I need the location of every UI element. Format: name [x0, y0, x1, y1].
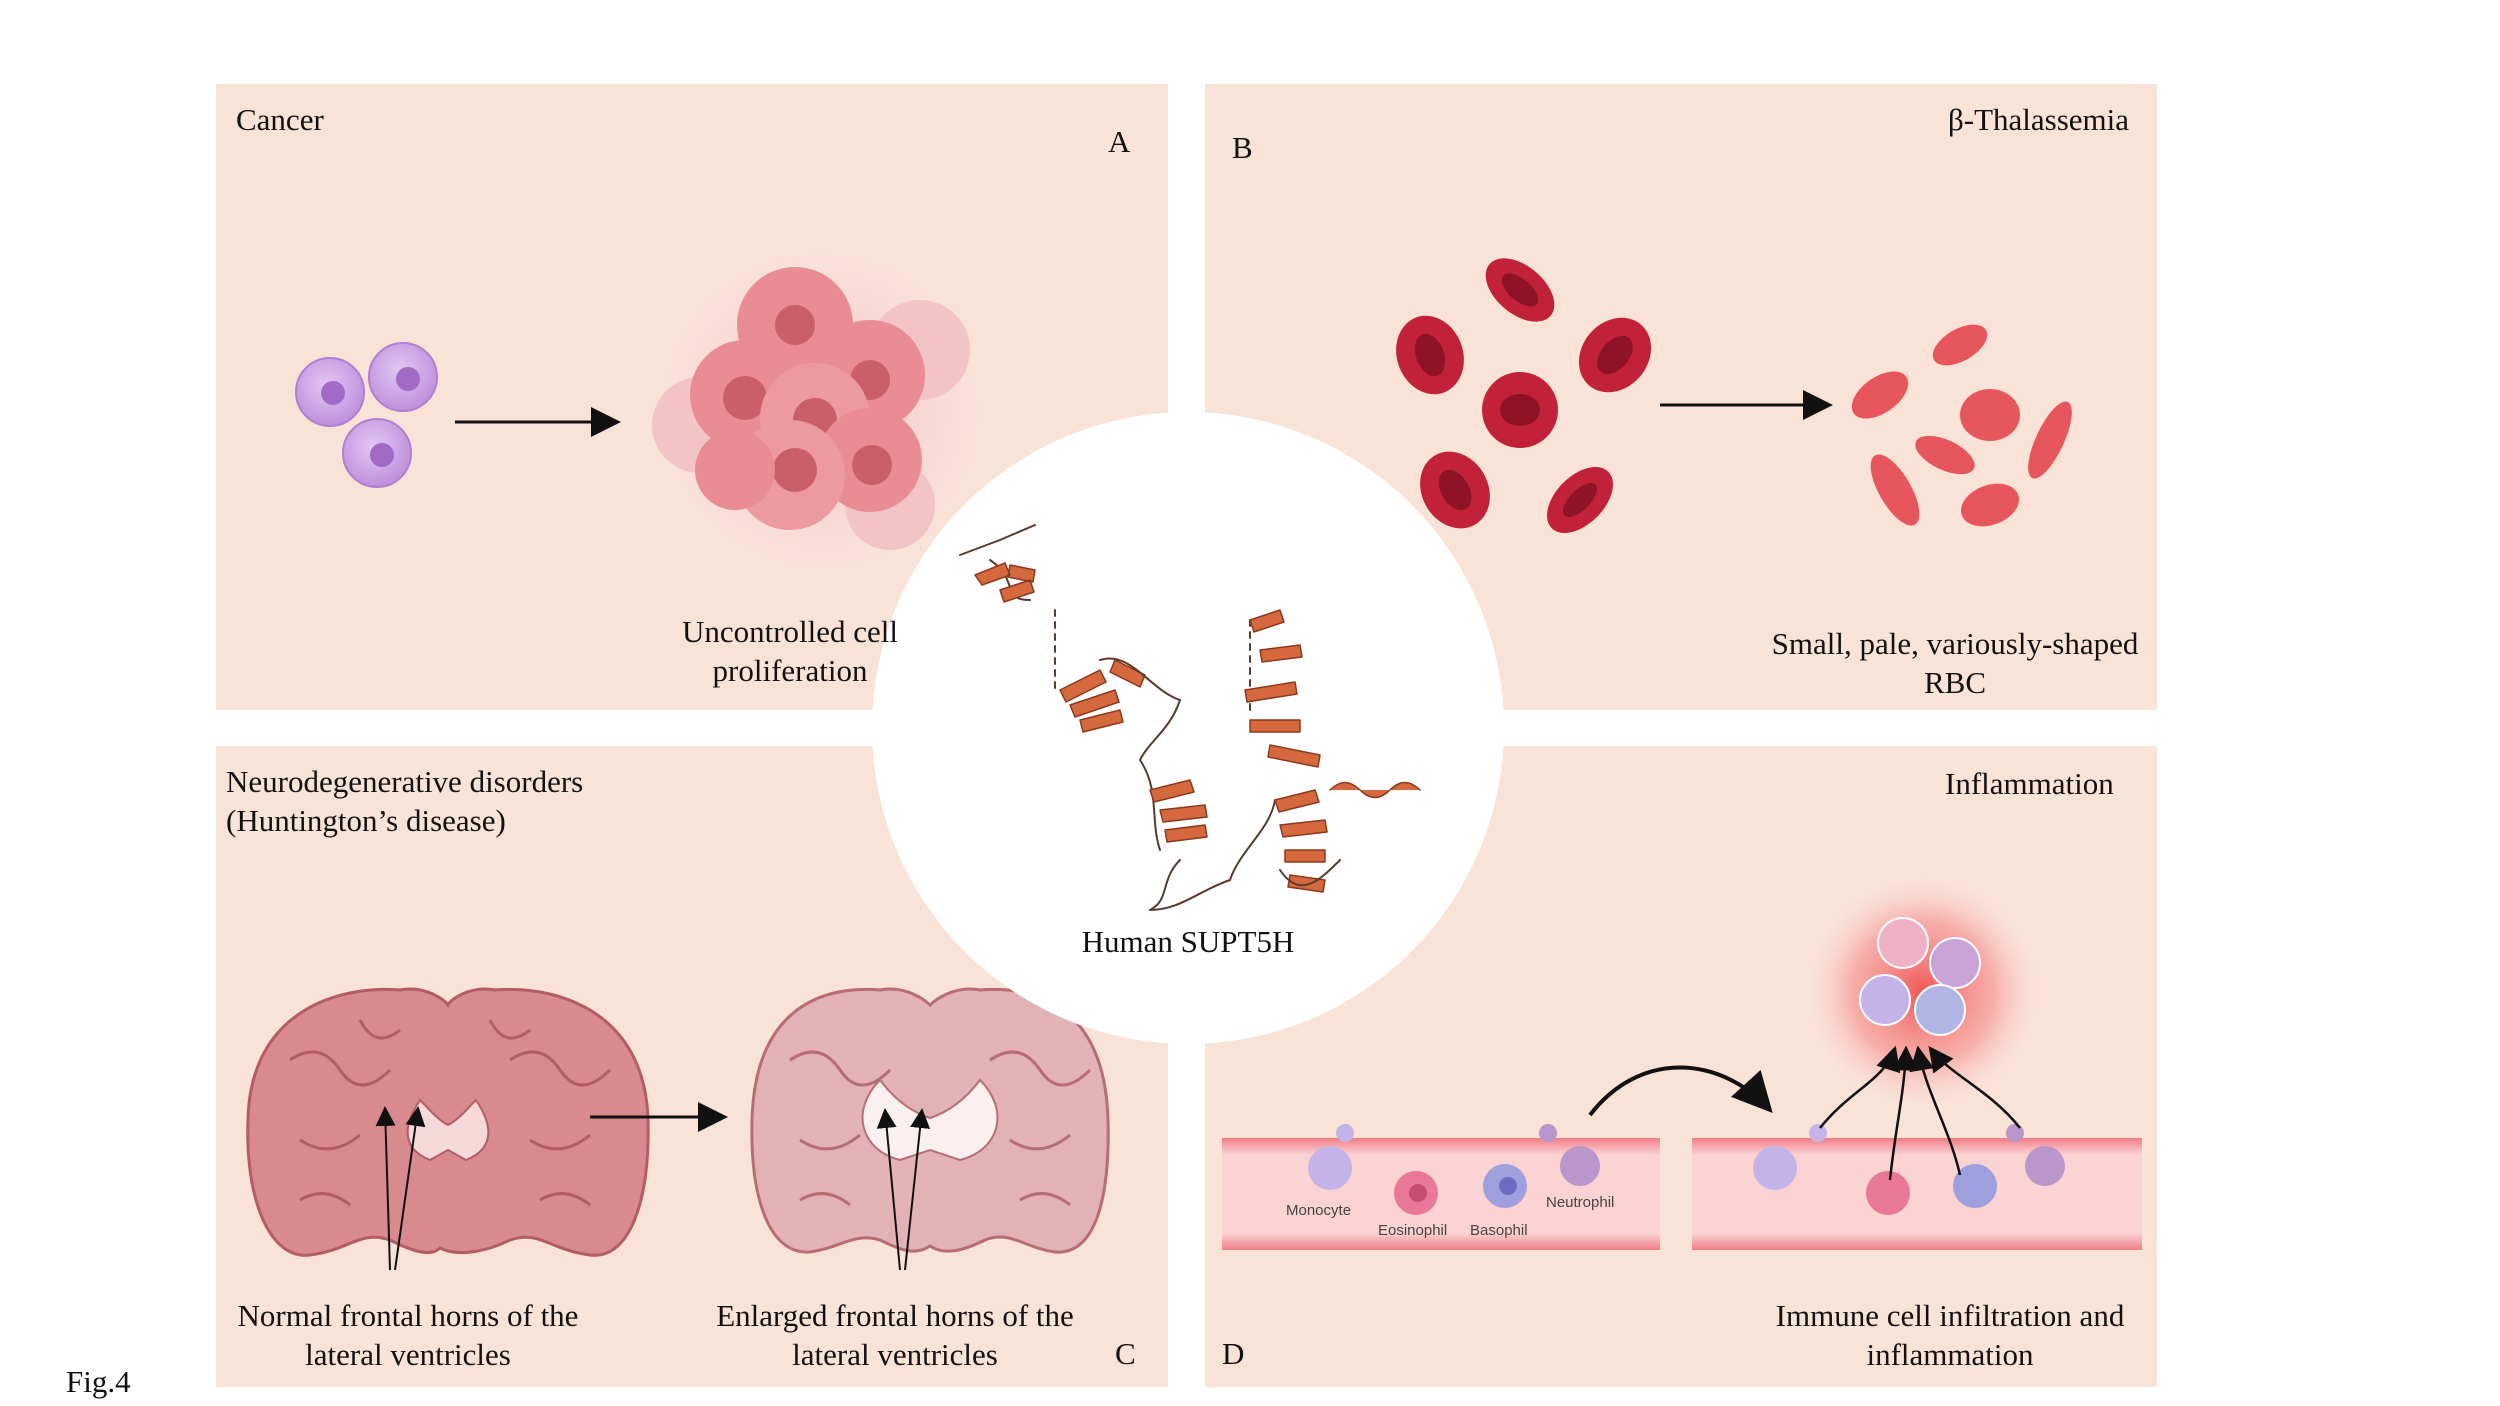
panel-c-left-caption-line-2: lateral ventricles: [305, 1337, 511, 1372]
panel-d-caption-line-2: inflammation: [1866, 1337, 2034, 1372]
arrow-inflammation: [1588, 1065, 1773, 1117]
basophil-label: Basophil: [1470, 1222, 1528, 1239]
panel-b-caption-line-2: RBC: [1923, 665, 1987, 700]
panel-c-left-caption-line-1: Normal frontal horns of the: [237, 1298, 579, 1333]
pale-rbc-icon: [1851, 324, 2072, 527]
normal-brain-icon: [246, 987, 650, 1271]
panel-c-left-caption: Normal frontal horns of the lateral vent…: [218, 1296, 598, 1374]
panel-c-right-caption: Enlarged frontal horns of the lateral ve…: [705, 1296, 1085, 1374]
blood-vessel-right-icon: [1692, 1124, 2142, 1250]
inflammation-site-icon: [1805, 874, 2041, 1110]
panel-d-title: Inflammation: [1945, 766, 2114, 801]
panel-a-caption-line-2: proliferation: [712, 653, 868, 688]
panel-d-caption: Immune cell infiltration and inflammatio…: [1745, 1296, 2155, 1374]
enlarged-brain-icon: [750, 987, 1110, 1271]
panel-a-caption: Uncontrolled cell proliferation: [640, 612, 940, 690]
panel-b-title: β-Thalassemia: [1948, 102, 2130, 137]
normal-rbc-icon: [1396, 258, 1652, 533]
monocyte-label: Monocyte: [1286, 1202, 1352, 1219]
eosinophil-label: Eosinophil: [1378, 1222, 1448, 1239]
panel-b-caption: Small, pale, variously-shaped RBC: [1745, 624, 2165, 702]
blood-vessel-left-icon: [1222, 1124, 1660, 1250]
panel-d-letter: D: [1222, 1336, 1245, 1371]
protein-structure-icon: [959, 524, 1421, 911]
panel-c-letter: C: [1115, 1336, 1136, 1371]
panel-b-caption-line-1: Small, pale, variously-shaped: [1771, 626, 2139, 661]
panel-a-title: Cancer: [236, 102, 324, 137]
panel-c-title: Neurodegenerative disorders (Huntington’…: [226, 762, 583, 840]
neutrophil-label: Neutrophil: [1546, 1194, 1615, 1211]
panel-c-title-line-2: (Huntington’s disease): [226, 803, 506, 838]
panel-d-caption-line-1: Immune cell infiltration and: [1775, 1298, 2125, 1333]
panel-c-right-caption-line-1: Enlarged frontal horns of the: [716, 1298, 1074, 1333]
panel-c-title-line-1: Neurodegenerative disorders: [226, 764, 584, 799]
panel-b-letter: B: [1232, 130, 1253, 165]
figure-label: Fig.4: [66, 1364, 131, 1399]
panel-c-right-caption-line-2: lateral ventricles: [792, 1337, 998, 1372]
migration-arrows: [1819, 1045, 2021, 1181]
panel-a-caption-line-1: Uncontrolled cell: [681, 614, 899, 649]
tumor-icon: [652, 255, 977, 565]
panel-a-letter: A: [1108, 124, 1131, 159]
center-label: Human SUPT5H: [1081, 924, 1295, 959]
normal-cells-icon: [295, 342, 438, 488]
